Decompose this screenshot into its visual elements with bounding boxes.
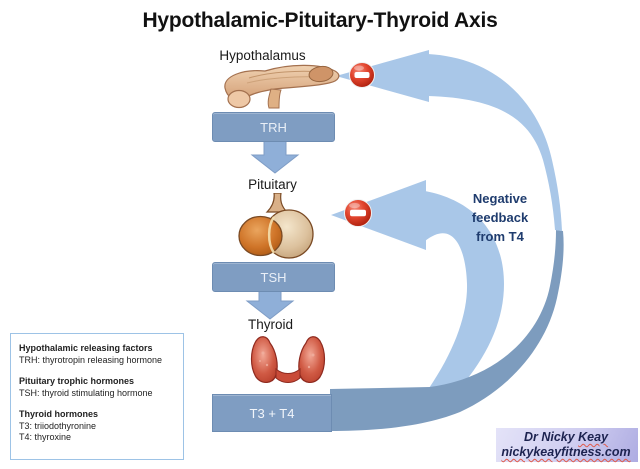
feedback-band-to-hypothalamus [428,54,562,231]
tsh-box: TSH [212,262,335,292]
t3t4-box: T3 + T4 [212,394,332,432]
hypothalamus-label: Hypothalamus [219,48,306,63]
trh-box-label: TRH [260,119,287,135]
legend-section-hypothalamic: Hypothalamic releasing factors TRH: thyr… [19,343,175,366]
legend-section-pituitary: Pituitary trophic hormones TSH: thyroid … [19,376,175,399]
pituitary-gland-image [238,193,314,259]
feedback-arrowhead-hypothalamus [336,50,429,102]
thyroid-gland-image [250,336,326,383]
negative-feedback-label: Negative feedback from T4 [471,191,529,244]
credit-author-prefix: Dr Nicky [523,430,579,444]
legend-heading-hypothalamic: Hypothalamic releasing factors [19,343,153,353]
credit-website: nickykeayfitness.com [501,445,631,459]
legend-section-thyroid: Thyroid hormones T3: triiodothyronine T4… [19,409,175,444]
feedback-arrowhead-pituitary [331,180,426,250]
legend-line-t4: T4: thyroxine [19,432,72,442]
legend-heading-pituitary: Pituitary trophic hormones [19,376,135,386]
slide-title: Hypothalamic-Pituitary-Thyroid Axis [142,9,498,32]
legend-heading-thyroid: Thyroid hormones [19,409,99,419]
tsh-down-arrow-icon [245,288,295,320]
legend-line-trh: TRH: thyrotropin releasing hormone [19,354,163,365]
legend-box: Hypothalamic releasing factors TRH: thyr… [10,333,184,460]
feedback-band-steel [330,230,564,431]
credit-author-surname: Keay [578,430,609,444]
trh-box: TRH [212,112,335,142]
t3t4-box-label: T3 + T4 [249,405,295,421]
legend-line-t3: T3: triiodothyronine [19,420,97,431]
tsh-box-label: TSH [260,269,287,285]
trh-down-arrow-icon [250,140,300,174]
pituitary-label: Pituitary [248,177,297,192]
feedback-band-to-pituitary [404,191,504,420]
no-entry-icon-hypothalamus [349,62,375,88]
credit-box: Dr Nicky Keay nickykeayfitness.com [496,428,638,462]
no-entry-icon-pituitary [344,199,372,227]
thyroid-label: Thyroid [247,317,293,332]
legend-line-tsh: TSH: thyroid stimulating hormone [19,387,153,398]
credit-author-line: Dr Nicky Keay [498,430,634,445]
hypothalamus-image [224,64,340,109]
